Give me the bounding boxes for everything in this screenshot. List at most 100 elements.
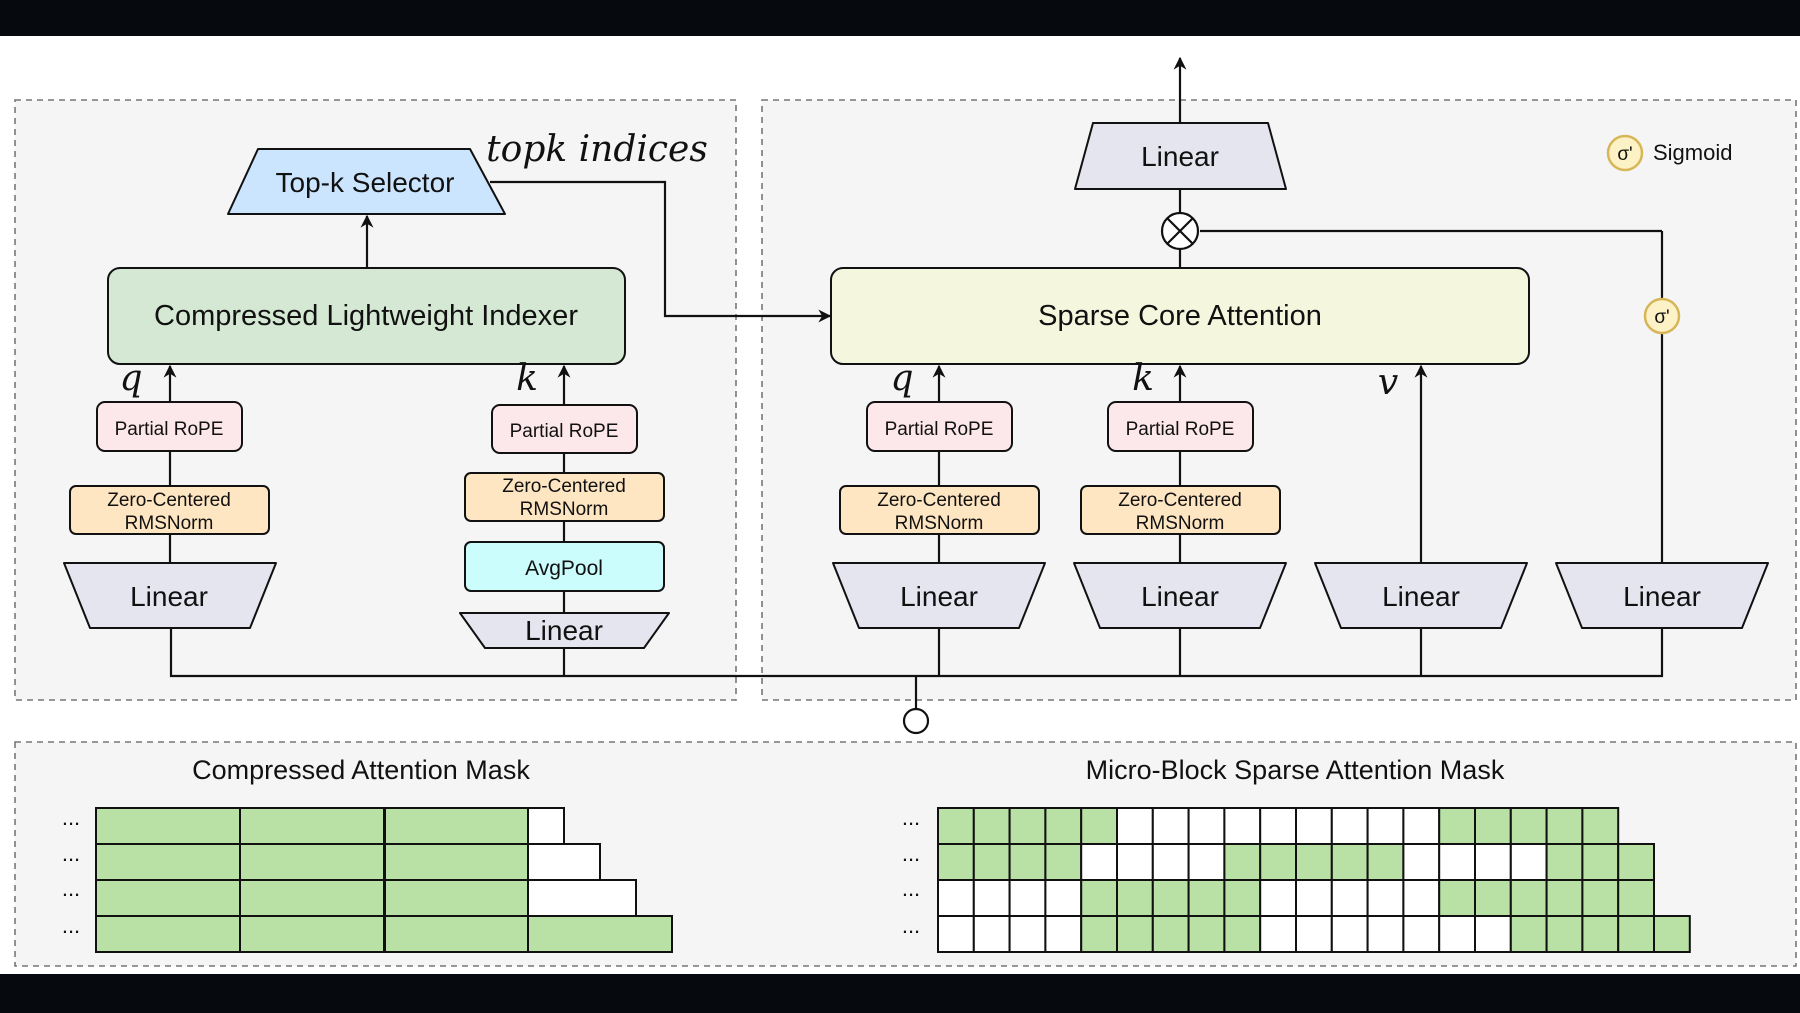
microblock-mask-cell — [1295, 879, 1333, 917]
microblock-mask-cell — [1008, 843, 1047, 881]
microblock-mask-cell — [1080, 843, 1118, 881]
gate-linear-label: Linear — [1623, 581, 1701, 612]
lightweight-indexer-block: Compressed Lightweight Indexer — [107, 267, 626, 365]
microblock-mask-cell — [1008, 879, 1047, 917]
compressed-mask-cell — [239, 843, 385, 881]
microblock-mask-cell — [1581, 879, 1620, 917]
microblock-mask-cell — [1653, 915, 1691, 953]
compressed-mask-cell — [239, 807, 385, 845]
attention-k-rope-label: Partial RoPE — [1126, 419, 1235, 440]
indexer-k-avgpool: AvgPool — [464, 541, 665, 592]
compressed-row-ellipsis-2: ... — [62, 841, 80, 866]
attention-q-rope-label: Partial RoPE — [885, 419, 994, 440]
microblock-mask-cell — [937, 915, 975, 953]
output-linear-label: Linear — [1141, 141, 1219, 172]
compressed-mask-cell — [95, 879, 241, 917]
microblock-mask-cell — [1545, 915, 1584, 953]
microblock-mask-cell — [1545, 807, 1584, 845]
microblock-mask-cell — [1366, 843, 1405, 881]
attention-v-linear: Linear — [1314, 562, 1528, 629]
microblock-mask-cell — [1581, 807, 1620, 845]
attention-q-rope: Partial RoPE — [866, 401, 1013, 452]
microblock-mask-cell — [937, 807, 975, 845]
compressed-attention-mask — [95, 807, 673, 953]
microblock-mask-cell — [1402, 843, 1441, 881]
microblock-mask-cell — [1044, 879, 1083, 917]
microblock-mask-title: Micro-Block Sparse Attention Mask — [1086, 755, 1505, 785]
microblock-mask-cell — [1509, 843, 1548, 881]
microblock-mask-cell — [1044, 807, 1083, 845]
indexer-k-linear-label: Linear — [525, 615, 603, 646]
compressed-mask-cell — [527, 915, 673, 953]
microblock-mask-cell — [1080, 879, 1118, 917]
indexer-q-rope: Partial RoPE — [96, 401, 243, 452]
microblock-mask-cell — [1474, 915, 1512, 953]
top-k-selector-label: Top-k Selector — [276, 167, 455, 198]
compressed-mask-title: Compressed Attention Mask — [192, 755, 530, 785]
top-k-selector: Top-k Selector — [227, 148, 506, 215]
microblock-mask-cell — [1438, 843, 1476, 881]
microblock-mask-cell — [1617, 879, 1655, 917]
microblock-mask-cell — [1330, 879, 1369, 917]
compressed-mask-cell — [527, 807, 565, 845]
indexer-k-rmsnorm-line2: RMSNorm — [520, 499, 609, 520]
microblock-mask-cell — [1366, 879, 1405, 917]
micro-block-sparse-attention-mask — [937, 807, 1691, 953]
microblock-mask-cell — [1295, 843, 1333, 881]
indexer-k-rmsnorm-line1: Zero-Centered — [502, 476, 626, 497]
microblock-mask-cell — [1187, 807, 1226, 845]
microblock-mask-cell — [1259, 879, 1297, 917]
indexer-k-rmsnorm: Zero-Centered RMSNorm — [464, 472, 665, 522]
indexer-q-linear-label: Linear — [130, 581, 208, 612]
microblock-mask-cell — [1044, 843, 1083, 881]
microblock-mask-cell — [1116, 879, 1154, 917]
microblock-mask-cell — [1259, 807, 1297, 845]
indexer-q-rmsnorm-line2: RMSNorm — [125, 513, 214, 534]
indexer-k-rope-label: Partial RoPE — [510, 421, 619, 442]
microblock-mask-cell — [1259, 915, 1297, 953]
sparse-core-attention-block: Sparse Core Attention — [830, 267, 1530, 365]
legend-sigma-symbol: σ' — [1617, 144, 1632, 165]
compressed-row-ellipsis-4: ... — [62, 913, 80, 938]
microblock-mask-cell — [1474, 879, 1512, 917]
attention-v-linear-label: Linear — [1382, 581, 1460, 612]
microblock-mask-cell — [1151, 879, 1190, 917]
indexer-k-symbol: k — [516, 358, 538, 399]
microblock-mask-cell — [1366, 807, 1405, 845]
top-frame-bar — [0, 0, 1800, 36]
microblock-mask-cell — [972, 807, 1011, 845]
topk-indices-label: topk indices — [486, 129, 708, 170]
microblock-mask-cell — [1438, 879, 1476, 917]
attention-k-rmsnorm: Zero-Centered RMSNorm — [1080, 485, 1281, 535]
microblock-mask-cell — [1223, 843, 1262, 881]
microblock-row-ellipsis-3: ... — [902, 876, 920, 901]
indexer-title: Compressed Lightweight Indexer — [154, 300, 578, 332]
multiply-node — [1160, 211, 1200, 251]
attention-q-rmsnorm-line1: Zero-Centered — [877, 490, 1001, 511]
legend-sigmoid-label: Sigmoid — [1653, 140, 1732, 165]
attention-k-linear: Linear — [1073, 562, 1287, 629]
attention-q-linear: Linear — [832, 562, 1046, 629]
microblock-mask-cell — [1116, 807, 1154, 845]
compressed-mask-cell — [95, 807, 241, 845]
microblock-mask-cell — [1080, 915, 1118, 953]
attention-title: Sparse Core Attention — [1038, 300, 1322, 332]
connectors — [163, 56, 1664, 709]
attention-k-rope: Partial RoPE — [1107, 401, 1254, 452]
output-linear: Linear — [1074, 122, 1287, 190]
compressed-row-ellipsis-3: ... — [62, 876, 80, 901]
microblock-mask-cell — [1151, 915, 1190, 953]
microblock-mask-cell — [1116, 915, 1154, 953]
compressed-mask-cell — [95, 843, 241, 881]
input-node — [902, 707, 930, 735]
indexer-q-rmsnorm: Zero-Centered RMSNorm — [69, 485, 270, 535]
microblock-mask-cell — [972, 915, 1011, 953]
indexer-k-avgpool-label: AvgPool — [525, 557, 603, 580]
compressed-mask-cell — [384, 843, 530, 881]
attention-v-symbol: v — [1378, 362, 1398, 403]
microblock-mask-cell — [1330, 807, 1369, 845]
attention-k-linear-label: Linear — [1141, 581, 1219, 612]
microblock-row-ellipsis-4: ... — [902, 913, 920, 938]
microblock-mask-cell — [1545, 879, 1584, 917]
